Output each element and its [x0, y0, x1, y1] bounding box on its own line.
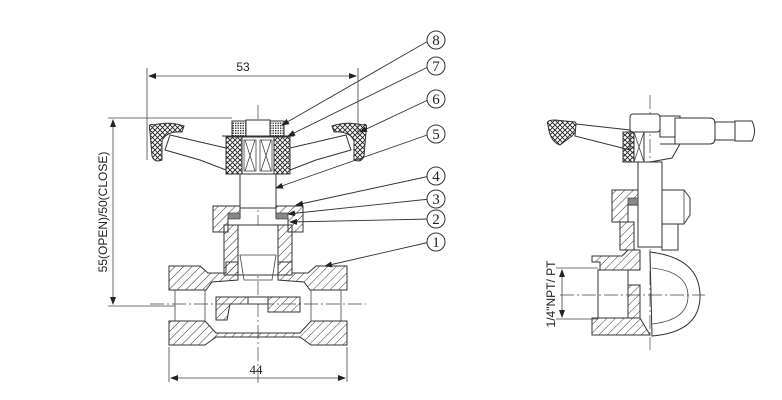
svg-text:5: 5: [432, 127, 440, 143]
svg-text:6: 6: [432, 92, 440, 108]
callout-bubble-4: 4: [426, 166, 446, 186]
svg-text:8: 8: [432, 33, 440, 49]
callout-bubble-5: 5: [426, 124, 446, 144]
handwheel: [148, 119, 368, 175]
dim-height-label: 55(OPEN)/50(CLOSE): [96, 152, 110, 273]
callout-bubble-3: 3: [426, 189, 446, 209]
svg-text:4: 4: [432, 169, 440, 185]
valve-body: [150, 261, 366, 346]
svg-text:2: 2: [432, 212, 440, 228]
dimension-port-thread: 1/4"NPT/ PT: [544, 260, 598, 328]
dim-port-thread-label: 1/4"NPT/ PT: [544, 260, 558, 328]
handwheel-left-grip: [148, 122, 185, 162]
dimension-body-length: 44: [168, 347, 348, 382]
callout-bubble-7: 7: [426, 56, 446, 76]
hub-nut: [231, 120, 247, 137]
callout-bubble-8: 8: [426, 30, 446, 50]
side-view: 1/4"NPT/ PT: [544, 95, 755, 350]
dimension-height: 55(OPEN)/50(CLOSE): [96, 117, 232, 307]
callout-bubble-6: 6: [426, 89, 446, 109]
dim-53-label: 53: [236, 60, 250, 74]
front-view: 53 55(OPEN)/50(CLOSE): [96, 30, 446, 385]
callout-bubble-2: 2: [426, 209, 446, 229]
side-handwheel-grip: [546, 119, 578, 146]
callout-leaders: [275, 39, 431, 268]
callout-bubble-1: 1: [426, 232, 446, 252]
dimension-handwheel-width: 53: [146, 60, 359, 160]
dim-44-label: 44: [250, 362, 264, 377]
svg-text:7: 7: [432, 59, 440, 75]
svg-text:3: 3: [432, 192, 440, 208]
svg-text:1: 1: [432, 235, 440, 251]
side-body-dome: [649, 251, 701, 337]
stem: [239, 173, 277, 209]
